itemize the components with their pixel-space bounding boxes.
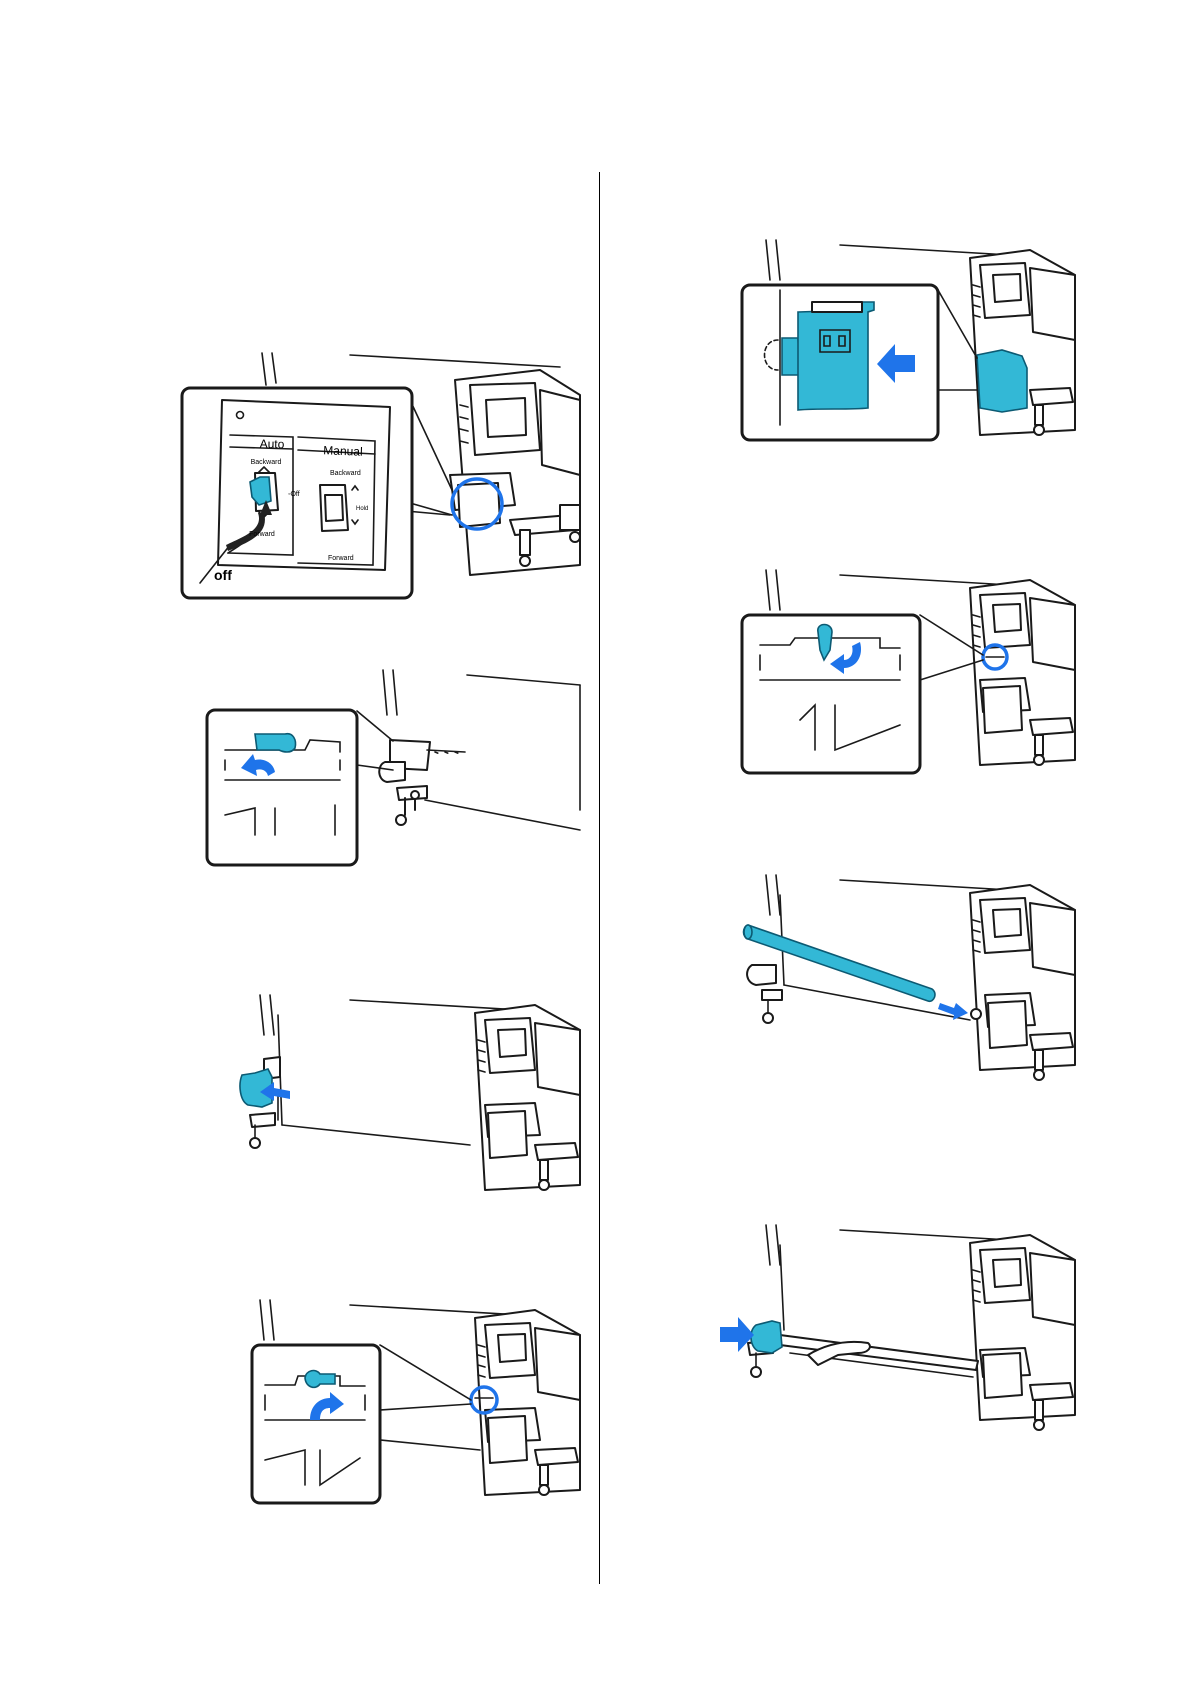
figure-lever-lower-left [250, 1300, 585, 1515]
off-side-label: ◦Off [288, 491, 300, 498]
column-divider [599, 172, 600, 1584]
auto-backward-label: Backward [240, 459, 292, 466]
manual-forward-label: Forward [328, 555, 354, 562]
lever-callout [252, 1345, 380, 1503]
manual-label: Manual [308, 443, 378, 459]
figure-push-holder-right [718, 1225, 1080, 1440]
printer-illustration [250, 995, 580, 1190]
roll-holder [751, 1321, 782, 1353]
lock-lever [255, 734, 296, 752]
roll-holder [798, 302, 874, 410]
off-callout-label: off [214, 567, 232, 583]
printer-illustration [379, 670, 580, 830]
figure-attach-holder-right [740, 240, 1080, 445]
printer-illustration [747, 875, 1075, 1080]
auto-forward-label: Forward [236, 531, 288, 538]
auto-label: Auto [246, 437, 298, 452]
svg-text:Hold: Hold [356, 506, 368, 512]
figure-lever-raise-left [205, 670, 585, 870]
figure-insert-core-right [740, 875, 1080, 1080]
printer-illustration [748, 1225, 1075, 1430]
manual-backward-label: Backward [330, 470, 361, 477]
figure-push-holder-left [230, 995, 585, 1205]
roll-holder-small [977, 350, 1027, 412]
figure-auto-switch-off: Hold Auto Backward Forward ◦Off Manual B… [180, 355, 580, 600]
figure-lever-lower-right [740, 570, 1080, 780]
